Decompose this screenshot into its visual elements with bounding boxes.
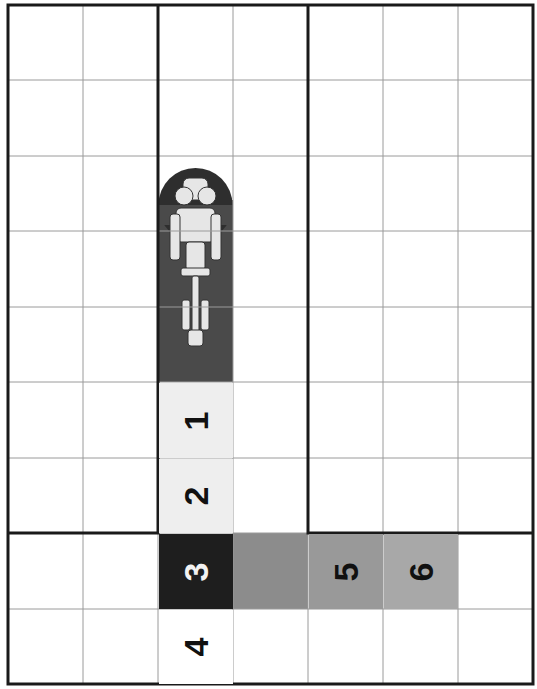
move-number: 6 bbox=[404, 562, 438, 581]
boundary-lines bbox=[8, 5, 533, 533]
board-ground bbox=[8, 5, 533, 684]
move-cell: 6 bbox=[384, 534, 458, 609]
move-number: 1 bbox=[179, 411, 213, 430]
mech-token bbox=[158, 168, 233, 382]
move-cell: 5 bbox=[309, 534, 383, 609]
move-cell: 2 bbox=[159, 459, 233, 533]
board-border bbox=[8, 5, 533, 684]
move-number: 3 bbox=[179, 562, 213, 581]
move-number: 2 bbox=[179, 487, 213, 506]
move-number: 5 bbox=[329, 562, 363, 581]
move-cell: 3 bbox=[159, 534, 233, 609]
grid-lines bbox=[8, 5, 533, 684]
move-cell: 1 bbox=[159, 383, 233, 458]
path-cell bbox=[233, 533, 308, 609]
move-number: 4 bbox=[179, 638, 213, 657]
move-cell: 4 bbox=[159, 610, 233, 684]
